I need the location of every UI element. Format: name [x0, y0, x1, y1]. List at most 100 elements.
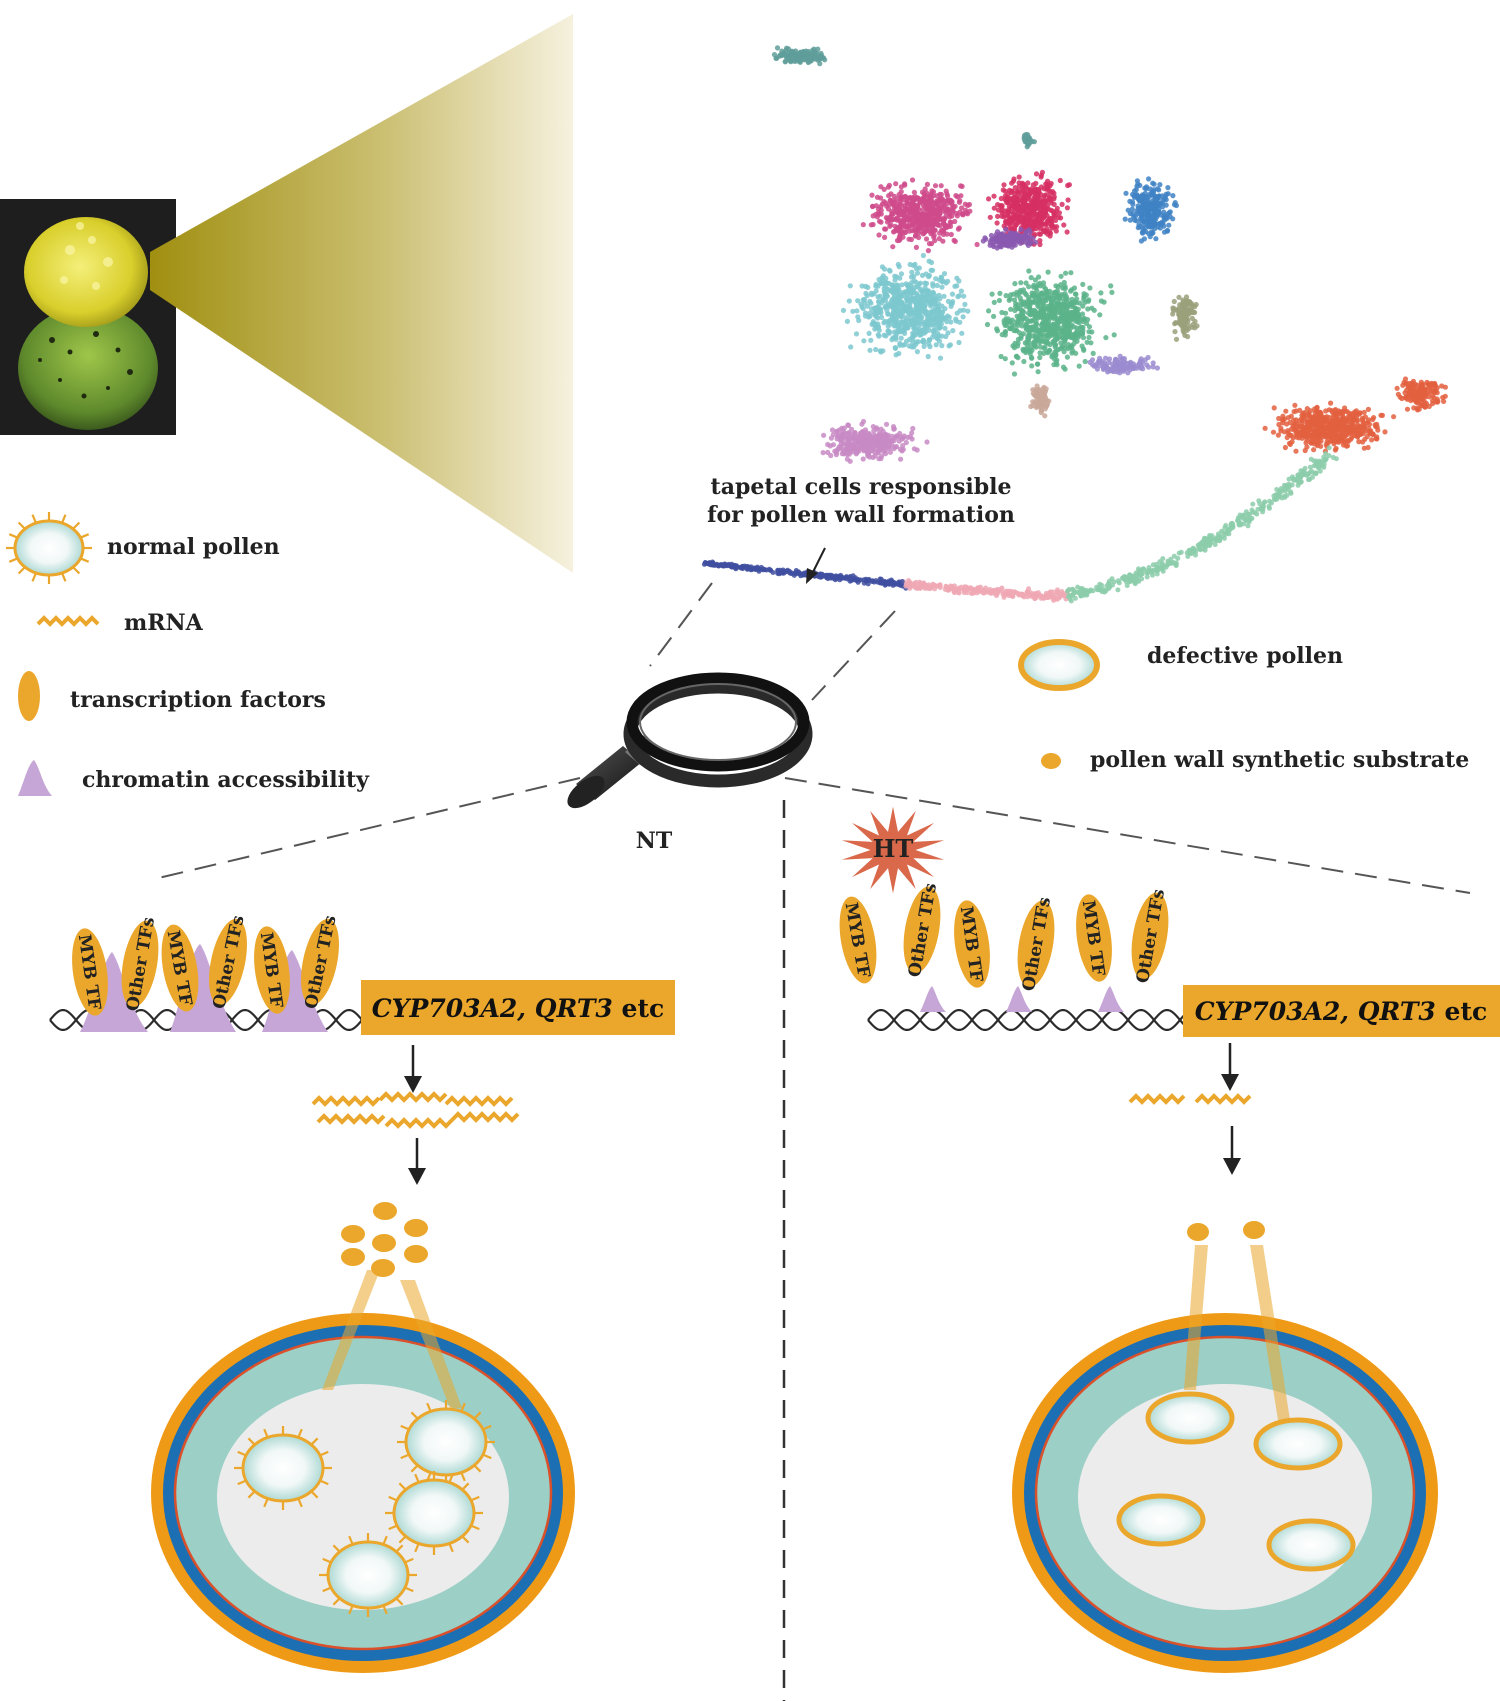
umap-point-cyan [954, 310, 960, 316]
umap-point-green [1003, 322, 1010, 328]
umap-point-blue [1141, 216, 1147, 222]
umap-point-violet [1020, 233, 1026, 239]
umap-point-crimson [1023, 185, 1030, 191]
umap-point-cyan [876, 277, 882, 283]
umap-point-cyan [908, 274, 915, 280]
umap-point-pink [1008, 588, 1014, 594]
umap-point-violet [982, 235, 988, 241]
umap-point-green [1056, 316, 1062, 322]
umap-point-tan [1032, 399, 1038, 406]
umap-point-crimson [1061, 222, 1067, 228]
umap-point-orange-red [1431, 395, 1437, 401]
umap-point-magenta [939, 204, 945, 210]
umap-point-cyan [878, 349, 884, 355]
umap-point-crimson [1005, 208, 1011, 214]
umap-point-crimson [1033, 180, 1039, 186]
umap-point-cyan [937, 355, 944, 361]
umap-point-cyan [909, 286, 915, 292]
umap-point-green [1060, 364, 1067, 370]
umap-point-mint [1238, 514, 1244, 520]
umap-point-crimson [987, 214, 993, 220]
umap-point-mint [1068, 598, 1074, 604]
umap-point-orange-red [1427, 381, 1433, 387]
umap-point-pink [1055, 587, 1060, 593]
umap-point-green [1031, 299, 1037, 305]
umap-point-cyan [854, 308, 860, 314]
umap-point-crimson [1027, 204, 1033, 210]
umap-point-green [1011, 371, 1018, 377]
umap-point-blue [1154, 186, 1160, 192]
umap-point-navy [701, 561, 707, 567]
umap-point-mint [1176, 550, 1182, 556]
umap-point-cyan [903, 321, 909, 327]
umap-point-pink [908, 582, 914, 588]
umap-point-magenta [958, 193, 964, 199]
umap-point-crimson [1032, 210, 1038, 216]
umap-point-pink [903, 583, 909, 589]
umap-point-blue [1153, 236, 1159, 242]
umap-point-lilac [886, 444, 892, 450]
umap-point-magenta [881, 199, 887, 205]
umap-point-cyan [908, 318, 914, 324]
umap-point-mint [1202, 536, 1208, 542]
umap-point-cyan [890, 335, 896, 341]
umap-point-magenta [870, 213, 876, 219]
umap-point-pink [1032, 593, 1038, 599]
umap-point-magenta [923, 223, 929, 229]
umap-point-green [1072, 336, 1078, 342]
umap-point-magenta [919, 198, 926, 204]
umap-point-cyan [883, 280, 889, 286]
umap-point-mint [1249, 515, 1255, 521]
umap-point-orange-red [1332, 447, 1338, 453]
umap-point-blue [1130, 191, 1136, 198]
umap-point-green [1012, 281, 1018, 287]
umap-point-magenta [944, 206, 950, 212]
umap-point-green [1085, 306, 1091, 312]
umap-point-magenta [917, 212, 923, 218]
umap-point-magenta [896, 234, 902, 240]
umap-point-cyan [928, 259, 935, 266]
umap-point-green [1023, 316, 1030, 322]
legend-defective-pollen-label: defective pollen [1147, 643, 1343, 669]
umap-point-mint [1139, 571, 1145, 577]
umap-point-crimson [1054, 205, 1060, 211]
umap-point-crimson [1019, 190, 1025, 196]
umap-point-blue [1159, 193, 1165, 199]
umap-point-cyan [940, 316, 947, 322]
umap-point-teal [787, 57, 793, 63]
umap-point-orange-red [1403, 387, 1410, 393]
umap-point-cyan [907, 261, 913, 268]
umap-point-green [1108, 283, 1114, 289]
umap-point-mint [1223, 523, 1229, 528]
umap-point-lilac [821, 432, 827, 438]
umap-point-green [1074, 309, 1080, 315]
umap-point-cyan [883, 284, 889, 290]
umap-point-purple [1096, 362, 1103, 369]
umap-point-orange-red [1367, 429, 1373, 435]
umap-point-green [1058, 273, 1064, 279]
umap-point-tan [1037, 402, 1043, 408]
umap-point-mint [1149, 569, 1155, 575]
umap-point-crimson [1005, 212, 1011, 219]
umap-point-crimson [1037, 238, 1043, 244]
umap-point-cyan [901, 342, 908, 348]
umap-point-green [1086, 329, 1092, 335]
umap-point-cyan [934, 335, 940, 341]
umap-point-lilac [871, 435, 878, 441]
umap-point-navy [895, 581, 901, 587]
umap-point-cyan [910, 340, 916, 346]
umap-point-green [1009, 325, 1015, 331]
umap-point-magenta [937, 230, 943, 236]
umap-point-crimson [1056, 214, 1062, 220]
umap-point-cyan [855, 298, 861, 304]
umap-point-navy [820, 572, 826, 578]
umap-point-mint [1202, 543, 1208, 549]
umap-point-lilac [864, 449, 871, 455]
umap-point-crimson [991, 193, 997, 199]
umap-point-orange-red [1291, 422, 1297, 428]
umap-point-teal [774, 45, 781, 51]
umap-point-magenta [888, 191, 894, 197]
umap-point-cyan [862, 310, 869, 316]
umap-point-mint [1296, 480, 1302, 486]
umap-point-crimson [1065, 197, 1071, 203]
